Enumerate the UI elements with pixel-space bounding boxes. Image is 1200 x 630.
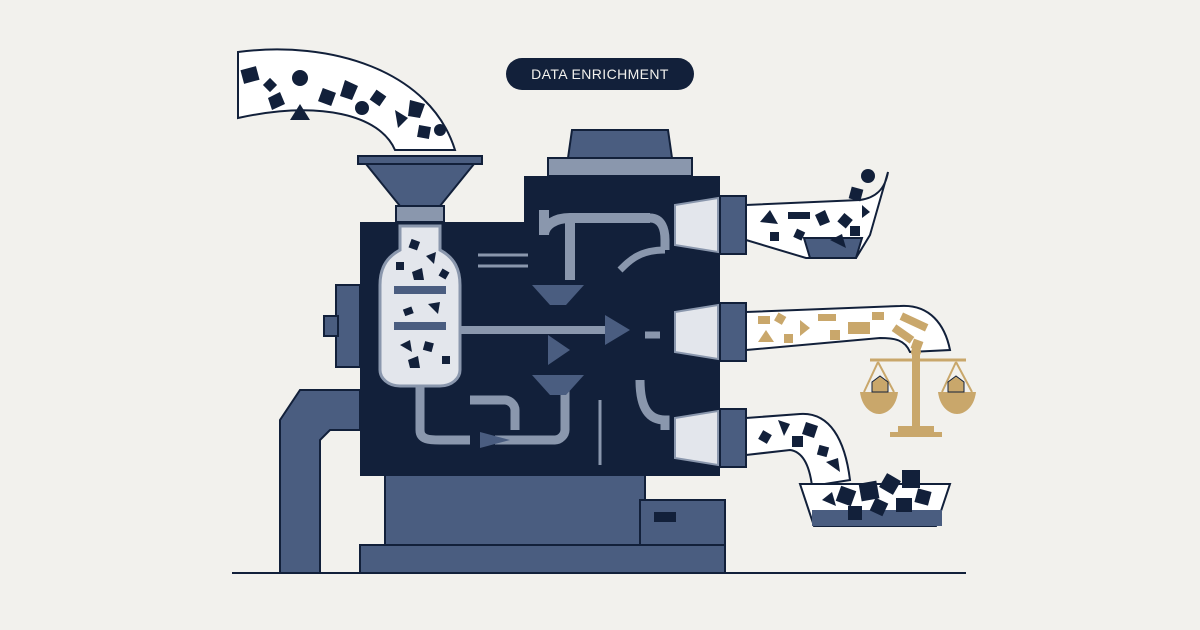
output-tray-icon: [745, 169, 889, 259]
hopper-icon: [357, 155, 483, 223]
balance-scale-icon: [860, 347, 976, 437]
output-basket-icon: [798, 470, 952, 527]
middle-stream: [745, 304, 952, 354]
processing-machine-icon: [279, 129, 747, 574]
title-badge: DATA ENRICHMENT: [506, 58, 694, 90]
input-chute-icon: [237, 48, 457, 151]
bottom-stream: [745, 412, 852, 488]
